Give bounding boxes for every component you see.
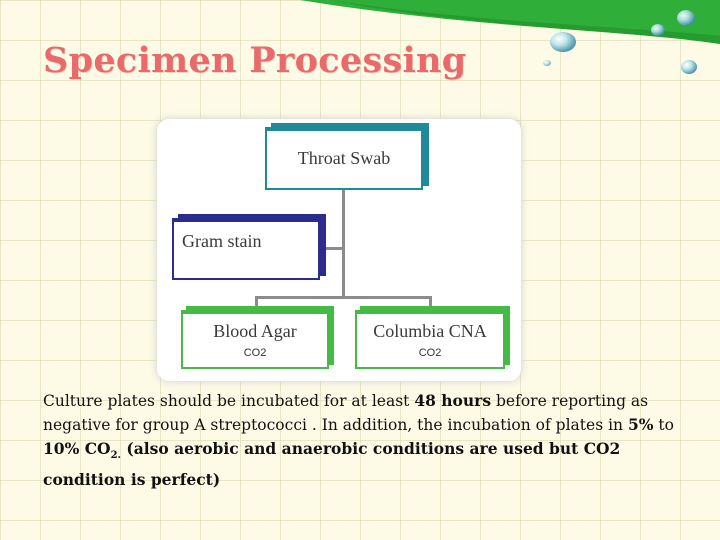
node-label: Gram stain bbox=[182, 231, 262, 251]
node-sublabel: CO2 bbox=[243, 347, 267, 359]
text-run: Culture plates should be incubated for a… bbox=[43, 392, 415, 410]
connector-right-leaf bbox=[429, 296, 432, 310]
water-drop-icon bbox=[550, 32, 576, 52]
node-sublabel: CO2 bbox=[418, 347, 442, 359]
node-label: Blood Agar bbox=[213, 321, 297, 341]
node-label: Throat Swab bbox=[297, 148, 391, 168]
text-run-bold: 48 hours bbox=[414, 391, 492, 410]
text-run-bold: 5% bbox=[627, 415, 654, 434]
node-columbia-cna: Columbia CNA CO2 bbox=[355, 310, 505, 369]
water-drop-icon bbox=[681, 60, 697, 74]
connector-horizontal bbox=[255, 296, 432, 299]
water-drop-icon bbox=[651, 24, 665, 36]
text-run: to bbox=[653, 416, 674, 434]
text-run: before reporting as negative for group A… bbox=[43, 392, 649, 434]
description-paragraph: Culture plates should be incubated for a… bbox=[43, 389, 693, 492]
text-run-subscript: 2. bbox=[110, 450, 122, 462]
flowchart-diagram: Throat Swab Gram stain Blood Agar CO2 Co… bbox=[157, 119, 521, 381]
slide-title: Specimen Processing bbox=[43, 40, 467, 81]
water-drop-icon bbox=[543, 60, 551, 66]
node-gram-stain: Gram stain bbox=[172, 218, 320, 280]
connector-side bbox=[320, 247, 344, 250]
text-run-bold: (also aerobic and anaerobic conditions a… bbox=[43, 439, 621, 490]
node-label: Columbia CNA bbox=[373, 321, 487, 341]
connector-root-down bbox=[342, 190, 345, 299]
text-run-bold: CO bbox=[79, 439, 111, 458]
text-run-bold: 10% bbox=[43, 439, 80, 458]
water-drop-icon bbox=[677, 10, 695, 26]
node-throat-swab: Throat Swab bbox=[265, 127, 423, 190]
node-blood-agar: Blood Agar CO2 bbox=[181, 310, 329, 369]
connector-left-leaf bbox=[255, 296, 258, 310]
